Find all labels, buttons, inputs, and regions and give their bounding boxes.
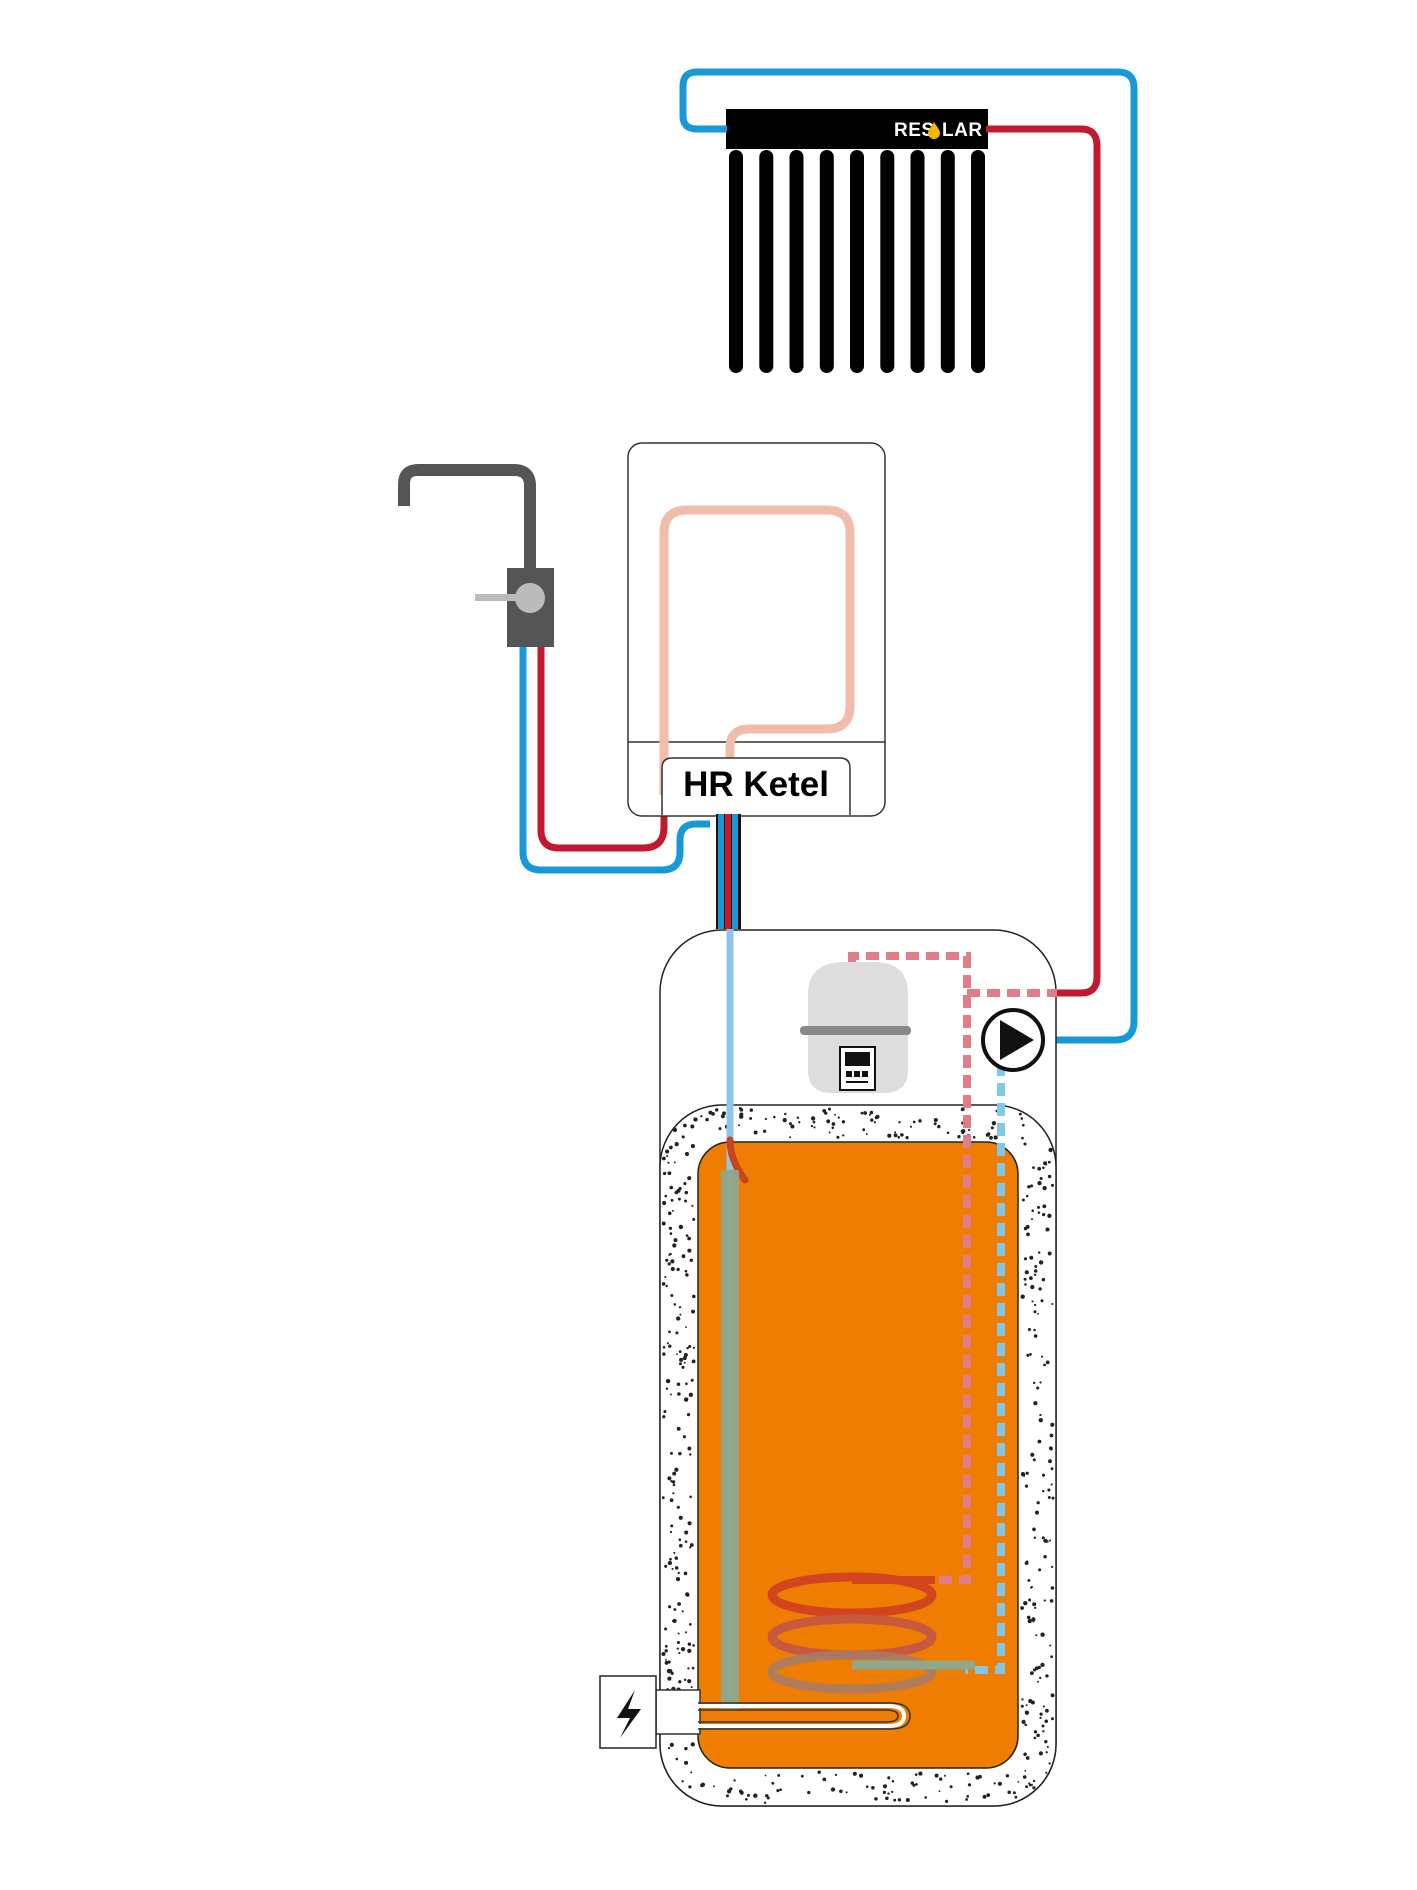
pump-icon [981, 1008, 1045, 1072]
solar-cold-circuit [965, 1063, 1005, 1674]
lightning-icon [617, 1690, 641, 1738]
collector-tube [729, 150, 743, 373]
boiler-icon: HR Ketel [627, 442, 886, 817]
collector-tube [819, 150, 834, 373]
collector-header-bar [726, 109, 988, 149]
cold-feed-pipe-submerged [721, 1170, 739, 1710]
boiler-casing [627, 442, 886, 817]
tap-cold-pipe [519, 647, 710, 874]
hot-draw-off-pipe [726, 1136, 749, 1184]
collector-hot-pipe [986, 125, 1101, 997]
vessel-band [800, 1026, 911, 1035]
collector-tube [971, 150, 985, 373]
collector-tube [880, 150, 895, 373]
solar-collector-icon: RES LAR [726, 109, 988, 373]
collector-brand-logo-suffix: LAR [942, 120, 983, 141]
boiler-label: HR Ketel [683, 765, 829, 804]
collector-tube [789, 150, 804, 373]
tap-spout [398, 464, 536, 575]
collector-tube [910, 150, 925, 373]
boiler-label-box [661, 757, 851, 815]
collector-cold-pipe [679, 68, 1138, 1044]
solar-hot-circuit [848, 952, 971, 1584]
collector-brand-logo: RES [894, 120, 935, 141]
tap-lever [475, 594, 525, 601]
boiler-heat-coil [659, 505, 855, 795]
boiler-pipe-bundle [716, 814, 741, 929]
kitchen-tap-icon [398, 464, 554, 647]
tap-knob [515, 583, 545, 613]
vessel-body [808, 962, 908, 1029]
collector-tube [850, 150, 864, 373]
collector-tubes [729, 150, 985, 373]
controller-display-icon [839, 1046, 876, 1091]
collector-tube [759, 150, 774, 373]
heating-element-icon [599, 1675, 911, 1749]
tap-hot-pipe [537, 647, 668, 852]
element-connector [655, 1689, 701, 1735]
expansion-vessel-icon [800, 962, 911, 1093]
brand-drop-icon [928, 122, 940, 139]
storage-tank [659, 929, 1057, 1807]
collector-tube [940, 150, 955, 373]
heat-exchanger-coil-icon [767, 1572, 975, 1694]
element-rod [698, 1704, 907, 1728]
tank-water [697, 1141, 1019, 1769]
